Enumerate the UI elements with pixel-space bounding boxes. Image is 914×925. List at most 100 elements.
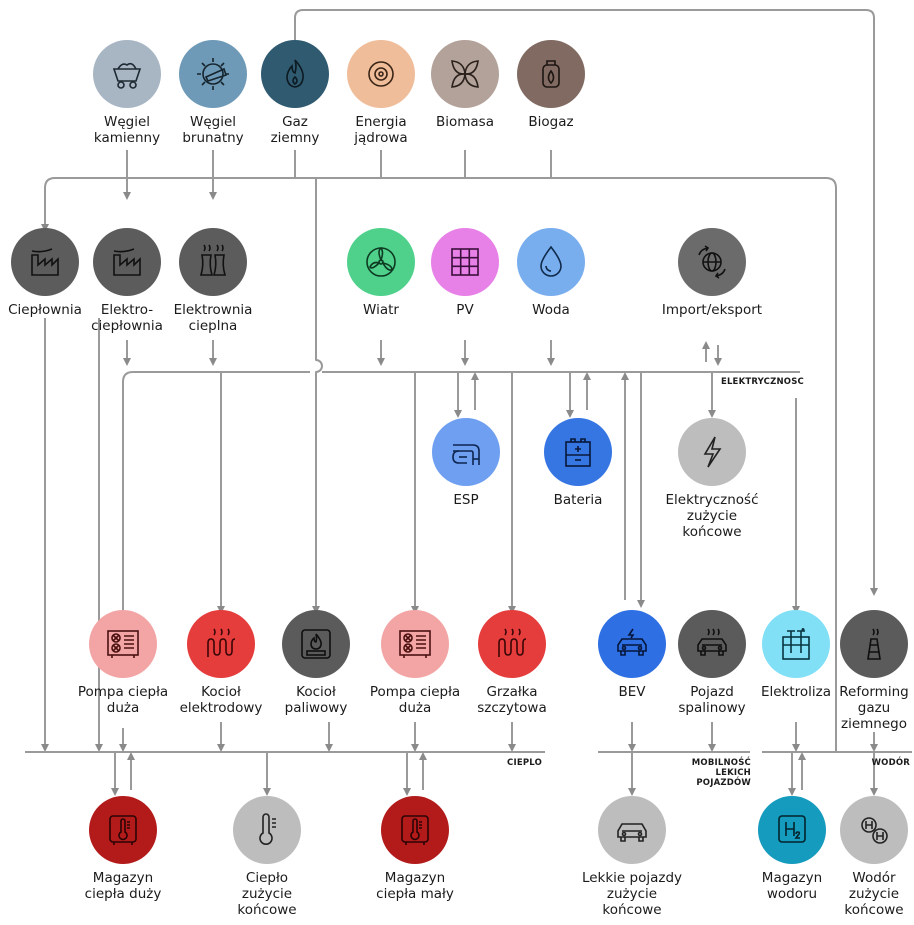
coal-cart-icon [93,40,161,108]
node-elektrownia: Elektrownia cieplna [153,228,273,334]
node-wegiel-brunatny: Węgiel brunatny [153,40,273,146]
node-magazyn-ciepla-maly: Magazyn ciepła mały [355,796,475,902]
h2-tank-icon [758,796,826,864]
node-elektrycznosc-koncowe: Elektryczność zużycie końcowe [652,418,772,540]
node-label: Elektroliza [760,684,832,700]
wind-turbine-icon [347,228,415,296]
electricity-bus-line [122,371,134,610]
node-wodor-zuzycie: Wodór zużycie końcowe [814,796,914,918]
battery-icon [544,418,612,486]
node-label: Elektro- ciepłownia [91,302,163,334]
cooling-tower-icon [179,228,247,296]
bus-label-mobilnosc: MOBILNOŚĆ LEKICH POJAZDÓW [691,758,751,788]
node-kociol-elektrodowy: Kocioł elektrodowy [161,610,281,716]
node-label: Lekkie pojazdy zużycie końcowe [581,870,683,918]
node-label: Magazyn ciepła duży [84,870,162,902]
node-magazyn-ciepla-duzy: Magazyn ciepła duży [63,796,183,902]
node-label: Węgiel kamienny [93,114,161,146]
node-bev: BEV [572,610,692,700]
node-elektrocieplownia: Elektro- ciepłownia [67,228,187,334]
node-biomasa: Biomasa [405,40,525,130]
factory-icon [93,228,161,296]
exhaust-car-icon [678,610,746,678]
pipe-icon [432,418,500,486]
atom-icon [347,40,415,108]
flame-icon [261,40,329,108]
globe-arrows-icon [678,228,746,296]
node-magazyn-wodoru: Magazyn wodoru [732,796,852,902]
node-label: Energia jądrowa [354,114,408,146]
node-gaz-ziemny: Gaz ziemny [235,40,355,146]
excavator-wheel-icon [179,40,247,108]
electric-car-icon [598,610,666,678]
node-esp: ESP [406,418,526,508]
fuel-to-boiler-line [312,178,323,614]
node-woda: Woda [491,228,611,318]
node-label: Bateria [553,492,603,508]
node-import: Import/eksport [652,228,772,318]
node-wiatr: Wiatr [321,228,441,318]
node-elektroliza: Elektroliza [736,610,856,700]
node-grzalka-szczytowa: Grzałka szczytowa [452,610,572,716]
heat-pump-icon [381,610,449,678]
bus-label-elektrycznosc: ELEKTRYCZNOSC [720,377,804,387]
lightning-icon [678,418,746,486]
bus-label-wodor: WODÓR [871,758,910,768]
hydrogen-molecule-icon [840,796,908,864]
node-cieplo-zuzycie: Ciepło zużycie końcowe [207,796,327,918]
heat-pump-icon [89,610,157,678]
node-label: Kocioł elektrodowy [179,684,263,716]
node-label: Elektrownia cieplna [173,302,253,334]
factory-icon [11,228,79,296]
heating-coil-icon [187,610,255,678]
node-label: Grzałka szczytowa [477,684,547,716]
node-cieplownia: Ciepłownia [0,228,105,318]
electrolysis-icon [762,610,830,678]
thermometer-tank-icon [89,796,157,864]
node-label: Elektryczność zużycie końcowe [665,492,759,540]
node-label: Wiatr [363,302,399,318]
node-label: BEV [618,684,646,700]
node-label: Magazyn ciepła mały [376,870,454,902]
heating-coil-icon [478,610,546,678]
fuel-bus-line [41,177,56,232]
node-label: Gaz ziemny [270,114,320,146]
node-label: Węgiel brunatny [182,114,244,146]
gas-cylinder-icon [517,40,585,108]
solar-panel-icon [431,228,499,296]
node-label: Woda [532,302,570,318]
gas-to-reforming-line [294,9,878,596]
node-bateria: Bateria [518,418,638,508]
node-pompa-ciepla-2: Pompa ciepła duża [355,610,475,716]
thermometer-icon [233,796,301,864]
water-drop-icon [517,228,585,296]
node-label: ESP [453,492,479,508]
chimney-icon [840,610,908,678]
node-label: Pompa ciepła duża [77,684,169,716]
node-label: Reforming gazu ziemnego [839,684,909,732]
node-label: Pompa ciepła duża [369,684,461,716]
node-label: Pojazd spalinowy [678,684,746,716]
node-label: Import/eksport [661,302,763,318]
node-pojazd-spalinowy: Pojazd spalinowy [652,610,772,716]
car-icon [598,796,666,864]
node-label: Ciepłownia [8,302,82,318]
node-label: Biomasa [435,114,494,130]
node-wegiel-kamienny: Węgiel kamienny [67,40,187,146]
node-label: Kocioł paliwowy [284,684,348,716]
node-reforming: Reforming gazu ziemnego [814,610,914,732]
node-kociol-paliwowy: Kocioł paliwowy [256,610,376,716]
node-label: Ciepło zużycie końcowe [237,870,297,918]
node-energia-jadrowa: Energia jądrowa [321,40,441,146]
node-label: Magazyn wodoru [761,870,823,902]
thermometer-tank-icon [381,796,449,864]
node-label: Biogaz [528,114,574,130]
node-lekkie-pojazdy: Lekkie pojazdy zużycie końcowe [572,796,692,918]
bus-label-cieplo: CIEPLO [507,758,542,768]
node-label: PV [456,302,474,318]
node-label: Wodór zużycie końcowe [844,870,904,918]
boiler-flame-icon [282,610,350,678]
node-pv: PV [405,228,525,318]
leaves-icon [431,40,499,108]
node-biogaz: Biogaz [491,40,611,130]
